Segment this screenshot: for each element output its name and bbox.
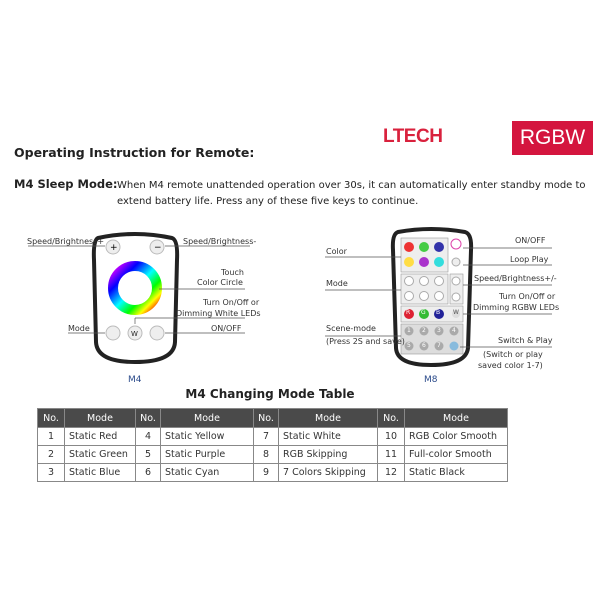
cell-no: 2	[37, 445, 65, 464]
scene-key: 7	[437, 342, 441, 349]
speed-up-button	[105, 239, 121, 255]
m4-label-speed-down: Speed/Brightness-	[183, 237, 257, 246]
cell-mode: RGB Skipping	[278, 445, 378, 464]
m4-caption: M4	[128, 375, 142, 385]
cell-mode: Full-color Smooth	[404, 445, 508, 464]
cell-mode: RGB Color Smooth	[404, 427, 508, 446]
cell-mode: Static Yellow	[160, 427, 254, 446]
cell-no: 4	[135, 427, 161, 446]
m8-power-button	[450, 238, 462, 250]
mode-button	[105, 325, 121, 341]
m4-label-dim: Dimming White LEDs	[176, 309, 261, 318]
key-w: W	[453, 309, 459, 316]
cell-no: 1	[37, 427, 65, 446]
cell-no: 12	[377, 463, 405, 482]
m8-label-switch3: saved color 1-7)	[478, 361, 543, 370]
cell-mode: Static Black	[404, 463, 508, 482]
svg-text:+: +	[110, 243, 118, 253]
sleep-mode-text: When M4 remote unattended operation over…	[117, 180, 586, 207]
header-mode: Mode	[404, 408, 508, 428]
power-button	[149, 325, 165, 341]
svg-text:−: −	[154, 243, 162, 253]
header-no: No.	[135, 408, 161, 428]
m8-label-switch: Switch & Play	[498, 336, 553, 345]
header-no: No.	[377, 408, 405, 428]
cell-no: 3	[37, 463, 65, 482]
cell-mode: Static Blue	[64, 463, 136, 482]
scene-key: 4	[452, 327, 456, 334]
cell-mode: Static Green	[64, 445, 136, 464]
m8-label-scene2: (Press 2S and save)	[326, 337, 405, 346]
cell-mode: 7 Colors Skipping	[278, 463, 378, 482]
m8-caption: M8	[424, 375, 438, 385]
scene-key: 3	[437, 327, 441, 334]
m8-label-speed: Speed/Brightness+/-	[474, 274, 557, 283]
header-no: No.	[253, 408, 279, 428]
table-header: No. Mode No. Mode No. Mode No. Mode	[37, 408, 508, 428]
ltech-logo: LTECH	[383, 126, 443, 147]
m8-label-scene: Scene-mode	[326, 324, 376, 333]
m8-label-switch2: (Switch or play	[483, 350, 543, 359]
cell-mode: Static Red	[64, 427, 136, 446]
m8-label-color: Color	[326, 247, 347, 256]
cell-no: 6	[135, 463, 161, 482]
m8-label-mode: Mode	[326, 279, 348, 288]
m8-label-onoff: ON/OFF	[515, 236, 546, 245]
cell-mode: Static Cyan	[160, 463, 254, 482]
header-mode: Mode	[64, 408, 136, 428]
header-no: No.	[37, 408, 65, 428]
m8-label-turn: Turn On/Off or	[499, 292, 556, 301]
key-g: G	[421, 309, 426, 316]
cell-no: 8	[253, 445, 279, 464]
header-mode: Mode	[278, 408, 378, 428]
color-wheel	[108, 261, 162, 315]
scene-key: 1	[407, 327, 411, 334]
m4-label-turn: Turn On/Off or	[203, 298, 260, 307]
cell-no: 5	[135, 445, 161, 464]
m4-label-circle: Color Circle	[197, 278, 243, 287]
header-mode: Mode	[160, 408, 254, 428]
table-title: M4 Changing Mode Table	[185, 387, 355, 401]
scene-key: 6	[422, 342, 426, 349]
m4-label-mode: Mode	[68, 324, 90, 333]
cell-mode: Static White	[278, 427, 378, 446]
m4-w-key: W	[131, 330, 138, 338]
cell-no: 7	[253, 427, 279, 446]
scene-key: 2	[422, 327, 426, 334]
rgbw-badge: RGBW	[512, 121, 593, 155]
scene-key: 5	[407, 342, 411, 349]
switch-play-button	[449, 341, 459, 351]
cell-no: 11	[377, 445, 405, 464]
m4-label-speed-up: Speed/Brightness+	[27, 237, 105, 246]
cell-mode: Static Purple	[160, 445, 254, 464]
m4-label-onoff: ON/OFF	[211, 324, 242, 333]
page-title: Operating Instruction for Remote:	[14, 145, 255, 160]
w-button	[127, 325, 143, 341]
key-b: B	[436, 309, 441, 316]
speed-down-button	[149, 239, 165, 255]
key-r: R	[406, 309, 411, 316]
cell-no: 9	[253, 463, 279, 482]
m8-label-loop: Loop Play	[510, 255, 549, 264]
m4-label-touch: Touch	[221, 268, 244, 277]
m8-label-dim: Dimming RGBW LEDs	[473, 303, 560, 312]
m8-diagram	[325, 227, 552, 368]
m4-diagram: + −	[28, 232, 250, 365]
cell-no: 10	[377, 427, 405, 446]
sleep-mode-label: M4 Sleep Mode:	[14, 177, 118, 191]
